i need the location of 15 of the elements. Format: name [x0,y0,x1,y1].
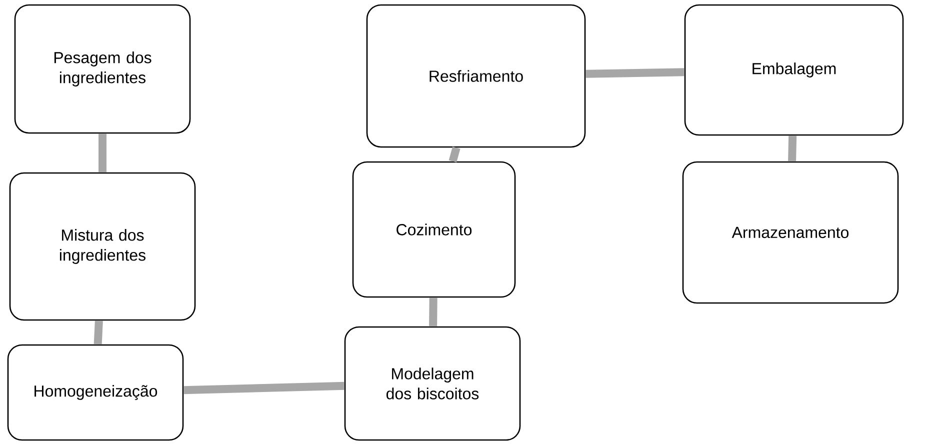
connector-line [448,146,460,162]
process-box: Pesagem dos ingredientes [14,4,191,134]
process-box: Mistura dos ingredientes [9,172,196,321]
process-box: Armazenamento [682,161,899,304]
process-box: Cozimento [352,161,516,298]
connector-line [788,136,797,162]
connector-line [184,382,344,394]
connector-line [586,68,684,78]
connector-line [94,320,103,345]
connector-line [98,134,106,172]
process-box: Modelagem dos biscoitos [344,326,521,441]
process-box: Resfriamento [366,4,586,148]
connector-line [429,298,438,326]
process-box: Embalagem [684,4,904,136]
process-box: Homogeneização [7,344,184,441]
